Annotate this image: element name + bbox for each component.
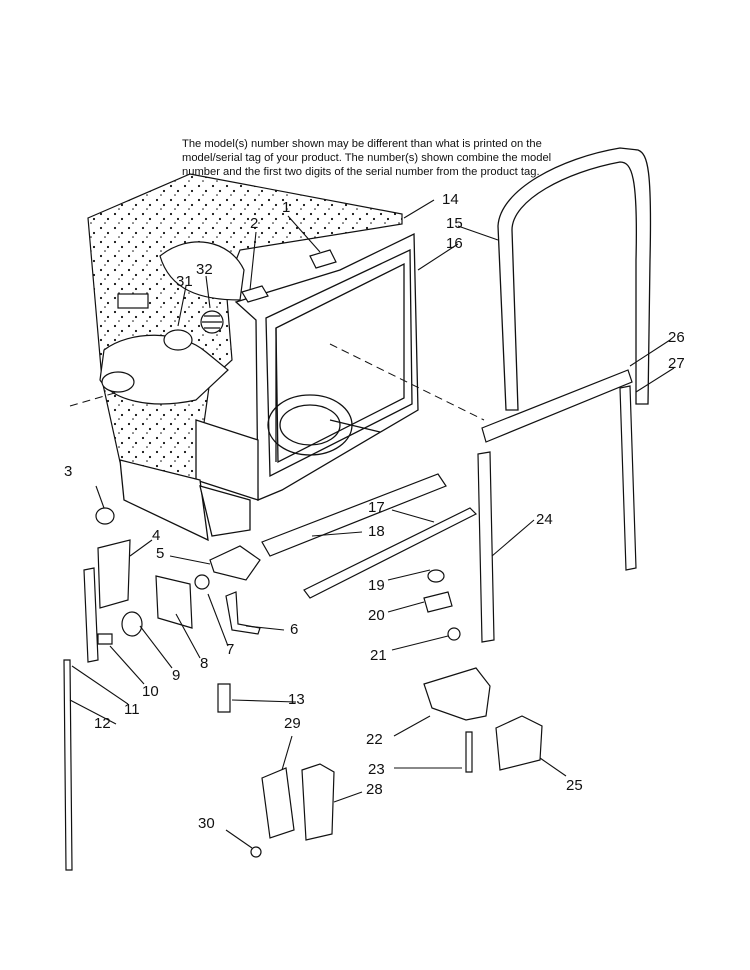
door-gasket-15 — [497, 147, 652, 411]
callout-7: 7 — [226, 641, 235, 658]
side-trim-24 — [477, 451, 495, 643]
callout-4: 4 — [152, 527, 161, 544]
bracket-28 — [301, 763, 335, 841]
part-6 — [225, 591, 261, 635]
part-10 — [97, 633, 113, 645]
callout-8: 8 — [200, 655, 209, 672]
bracket-18 — [261, 473, 447, 557]
callout-1: 1 — [282, 199, 291, 216]
callout-28: 28 — [366, 781, 383, 798]
cable-12 — [63, 659, 73, 871]
callout-24: 24 — [536, 511, 553, 528]
callout-11: 11 — [124, 701, 140, 718]
callout-16: 16 — [446, 235, 463, 252]
part-13 — [217, 683, 231, 713]
part-7 — [194, 574, 210, 590]
bracket-25 — [495, 715, 543, 771]
note-line-1: The model(s) number shown may be differe… — [182, 138, 542, 150]
screw-21 — [447, 627, 461, 641]
callout-12: 12 — [94, 715, 111, 732]
callout-21: 21 — [370, 647, 387, 664]
part-5 — [209, 545, 261, 581]
callout-20: 20 — [368, 607, 385, 624]
part-29 — [261, 767, 295, 839]
callout-32: 32 — [196, 261, 213, 278]
callout-15: 15 — [446, 215, 463, 232]
tub-part-31 — [163, 329, 193, 351]
part-4 — [97, 539, 131, 609]
callout-27: 27 — [668, 355, 685, 372]
insulation-blanket — [87, 173, 403, 481]
note-line-3: number and the first two digits of the s… — [182, 166, 540, 178]
callout-25: 25 — [566, 777, 583, 794]
callout-5: 5 — [156, 545, 165, 562]
callout-22: 22 — [366, 731, 383, 748]
strip-26 — [481, 369, 633, 443]
callout-3: 3 — [64, 463, 73, 480]
screw-30 — [250, 846, 262, 858]
spring-11 — [83, 567, 99, 663]
tub-part-1 — [309, 249, 337, 269]
tub-parts — [163, 249, 337, 351]
part-9 — [121, 611, 143, 637]
bracket-22 — [423, 667, 491, 721]
callout-17: 17 — [368, 499, 385, 516]
reference-lines — [69, 343, 485, 421]
leader-lines — [69, 199, 675, 849]
callout-30: 30 — [198, 815, 215, 832]
callout-2: 2 — [250, 215, 259, 232]
tub-part-2 — [241, 285, 269, 303]
gasket-17 — [303, 507, 478, 599]
screw-23 — [465, 731, 473, 773]
callout-9: 9 — [172, 667, 181, 684]
callout-18: 18 — [368, 523, 385, 540]
dishwasher-tub — [119, 232, 419, 542]
strip-27 — [619, 385, 637, 571]
callout-10: 10 — [142, 683, 159, 700]
callout-19: 19 — [368, 577, 385, 594]
callout-29: 29 — [284, 715, 301, 732]
part-20 — [423, 591, 453, 613]
callout-23: 23 — [368, 761, 385, 778]
model-number-note: The model(s) number shown may be differe… — [182, 137, 602, 179]
callout-26: 26 — [668, 329, 685, 346]
note-line-2: model/serial tag of your product. The nu… — [182, 152, 552, 164]
callout-6: 6 — [290, 621, 299, 638]
part-19 — [427, 569, 445, 583]
callout-31: 31 — [176, 273, 193, 290]
callout-14: 14 — [442, 191, 459, 208]
part-8 — [155, 575, 193, 629]
callout-13: 13 — [288, 691, 305, 708]
part-3 — [95, 507, 115, 525]
